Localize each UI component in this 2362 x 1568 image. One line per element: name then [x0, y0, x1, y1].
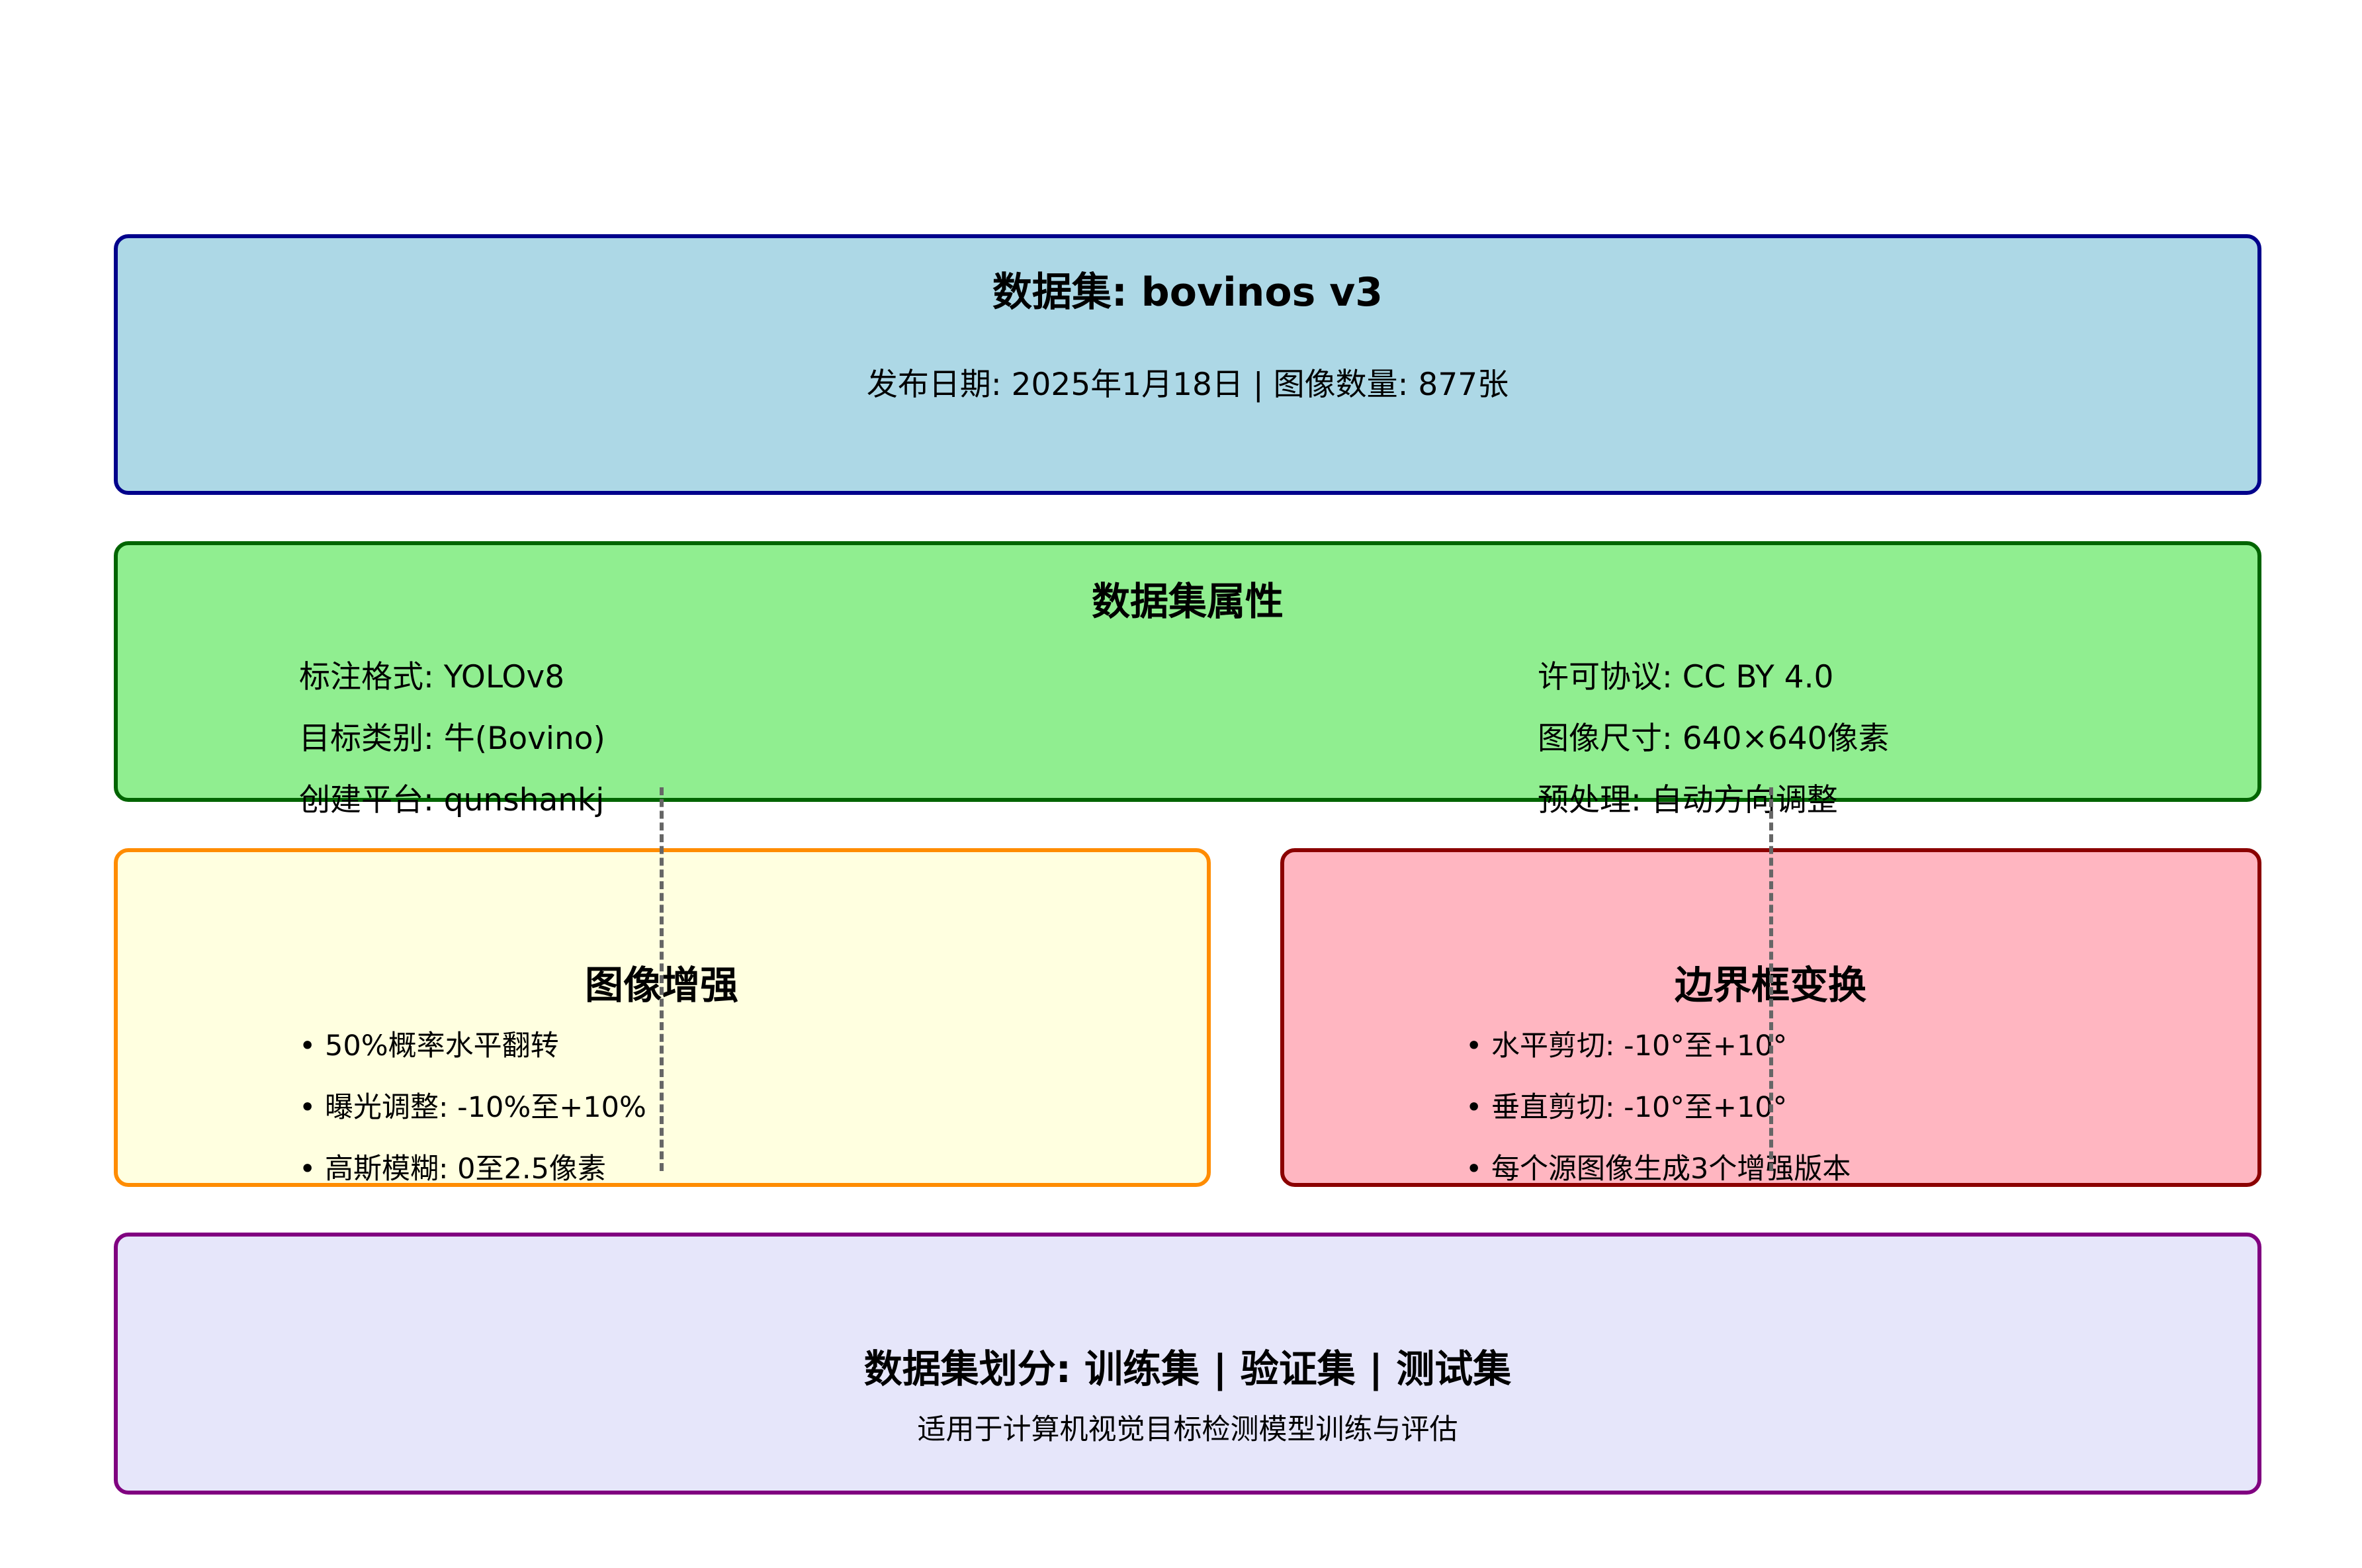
property-license: 许可协议: CC BY 4.0: [1538, 659, 1834, 695]
dataset-title: 数据集: bovinos v3: [992, 269, 1383, 316]
property-target-class: 目标类别: 牛(Bovino): [299, 720, 605, 757]
split-heading: 数据集划分: 训练集 | 验证集 | 测试集: [863, 1346, 1512, 1391]
bbox-item-versions: • 每个源图像生成3个增强版本: [1465, 1153, 1851, 1186]
property-image-size: 图像尺寸: 640×640像素: [1538, 720, 1890, 757]
properties-heading: 数据集属性: [1091, 579, 1284, 624]
augmentation-item-flip: • 50%概率水平翻转: [299, 1029, 559, 1063]
property-platform: 创建平台: qunshankj: [299, 782, 605, 818]
dataset-title-box: [114, 234, 2261, 495]
dataset-release-info: 发布日期: 2025年1月18日 | 图像数量: 877张: [866, 367, 1509, 403]
dataset-split-box: [114, 1233, 2261, 1495]
property-annotation-format: 标注格式: YOLOv8: [299, 659, 565, 695]
augmentation-item-exposure: • 曝光调整: -10%至+10%: [299, 1091, 646, 1124]
bbox-item-horizontal-shear: • 水平剪切: -10°至+10°: [1465, 1029, 1788, 1063]
split-description: 适用于计算机视觉目标检测模型训练与评估: [917, 1413, 1458, 1446]
property-preprocessing: 预处理: 自动方向调整: [1538, 782, 1838, 818]
augmentation-item-blur: • 高斯模糊: 0至2.5像素: [299, 1153, 606, 1186]
connector-line-right: [1769, 787, 1773, 1171]
bbox-item-vertical-shear: • 垂直剪切: -10°至+10°: [1465, 1091, 1788, 1124]
connector-line-left: [660, 787, 664, 1171]
dataset-properties-box: [114, 541, 2261, 802]
